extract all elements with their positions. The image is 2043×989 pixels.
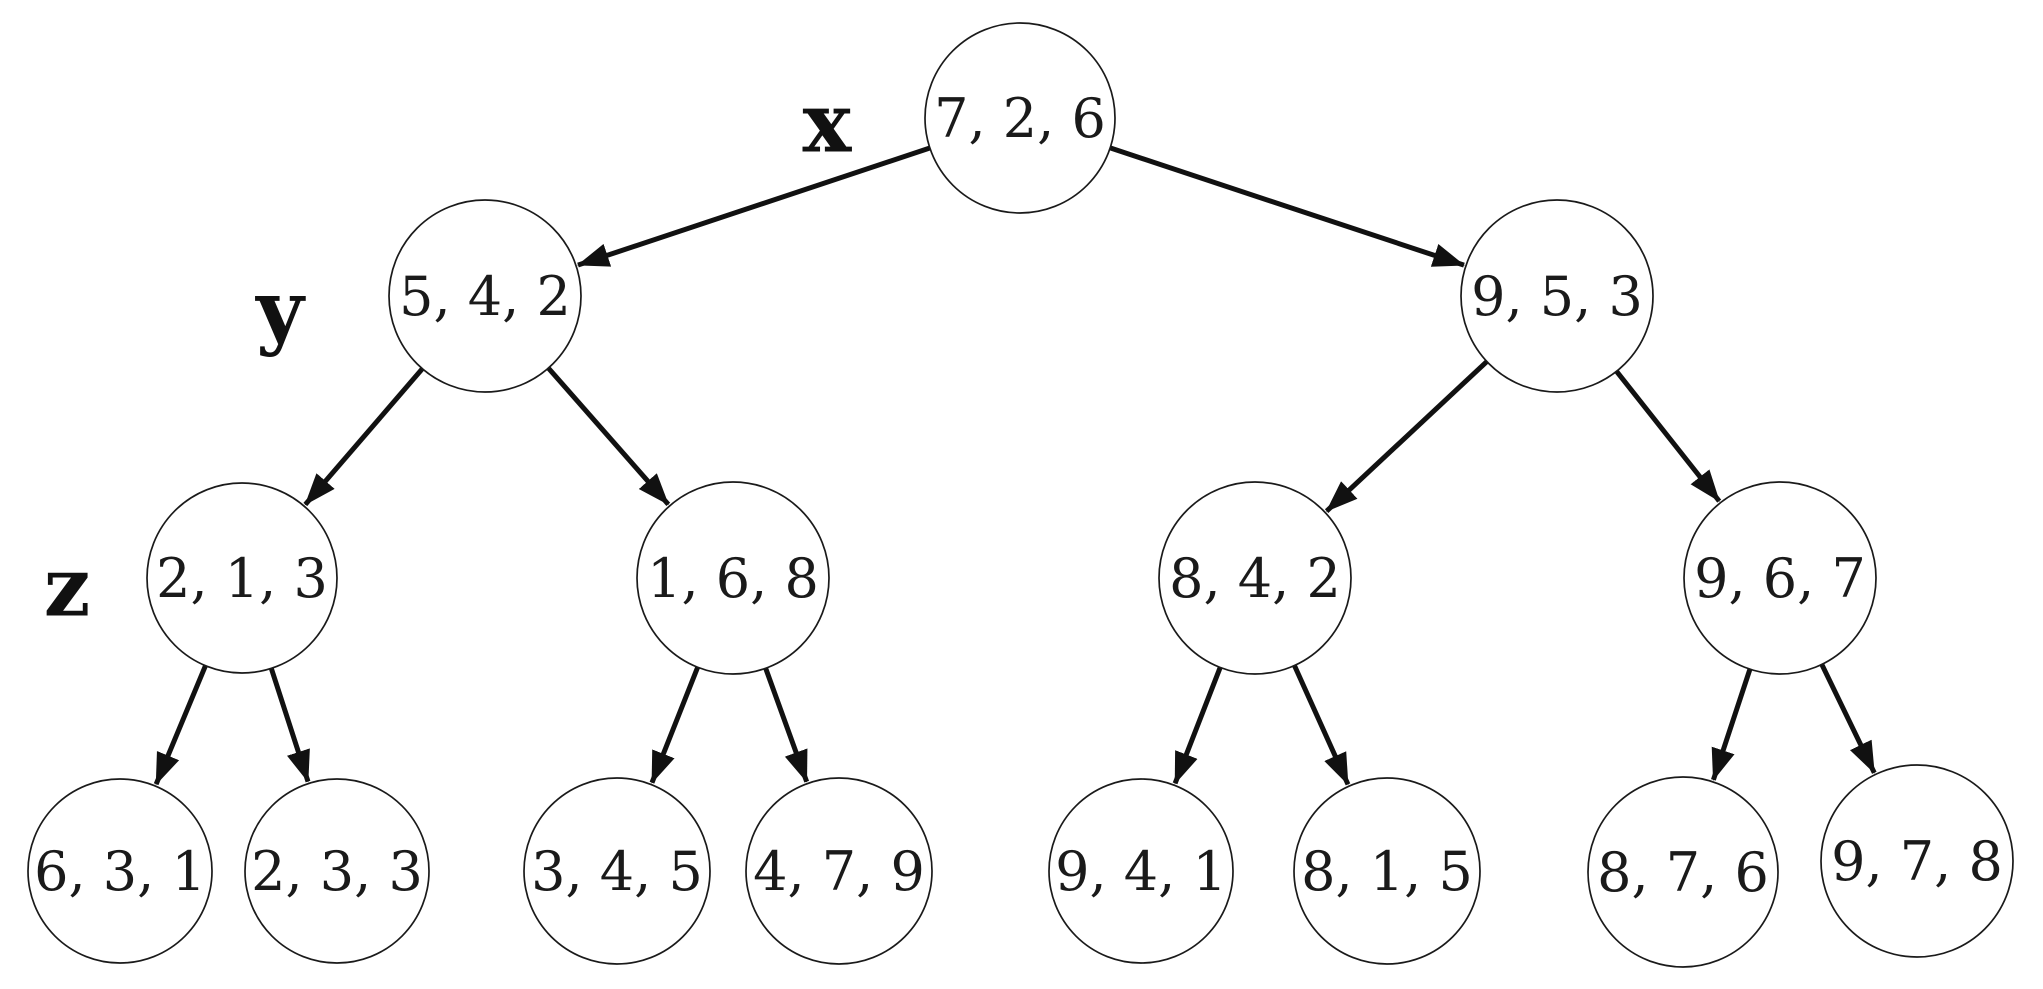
tree-node-circle (1293, 777, 1481, 965)
tree-node-circle (636, 481, 830, 675)
tree-node-n15: 9, 7, 8 (1820, 764, 2014, 958)
tree-edge-n4-n9 (268, 667, 311, 783)
tree-edges (153, 145, 1877, 786)
tree-edge-n7-n14 (1711, 668, 1753, 781)
tree-node-circle (523, 777, 711, 965)
tree-node-value: 8, 1, 5 (1301, 840, 1473, 903)
tree-node-n13: 8, 1, 5 (1293, 777, 1481, 965)
tree-edge-n5-n11 (763, 667, 810, 783)
tree-node-n11: 4, 7, 9 (745, 777, 933, 965)
tree-node-value: 7, 2, 6 (934, 87, 1106, 150)
tree-node-n9: 2, 3, 3 (244, 778, 430, 964)
tree-node-value: 9, 5, 3 (1471, 265, 1643, 328)
tree-node-n14: 8, 7, 6 (1587, 776, 1779, 968)
tree-edge-n7-n15 (1819, 663, 1877, 774)
tree-node-circle (1048, 778, 1234, 964)
tree-node-circle (745, 777, 933, 965)
tree-node-n7: 9, 6, 7 (1683, 481, 1877, 675)
tree-node-circle (146, 482, 338, 674)
tree-edge-n2-n5 (546, 366, 671, 507)
axis-label-x: x (803, 76, 853, 172)
tree-node-circle (924, 22, 1116, 214)
tree-edge-n5-n10 (649, 666, 700, 784)
tree-edge-n1-n3 (1109, 145, 1465, 268)
tree-nodes: 7, 2, 6 5, 4, 2 9, 5, 3 2, 1, 3 1, 6, 8 8, 4,… (27, 22, 2014, 968)
tree-edge-n2-n4 (303, 367, 425, 507)
tree-node-value: 1, 6, 8 (647, 547, 819, 610)
tree-edge-n4-n8 (153, 664, 208, 786)
tree-node-n10: 3, 4, 5 (523, 777, 711, 965)
tree-node-circle (1158, 481, 1352, 675)
tree-node-value: 3, 4, 5 (531, 840, 703, 903)
axis-label-z: z (44, 540, 91, 636)
tree-node-n4: 2, 1, 3 (146, 482, 338, 674)
tree-node-value: 8, 4, 2 (1169, 547, 1341, 610)
tree-edge-n3-n6 (1324, 359, 1489, 513)
tree-node-n6: 8, 4, 2 (1158, 481, 1352, 675)
tree-edge-n6-n13 (1292, 664, 1351, 786)
tree-node-value: 9, 6, 7 (1694, 547, 1866, 610)
axis-label-y: y (254, 263, 306, 359)
tree-node-circle (1587, 776, 1779, 968)
tree-node-circle (244, 778, 430, 964)
tree-node-circle (1820, 764, 2014, 958)
tree-node-n12: 9, 4, 1 (1048, 778, 1234, 964)
tree-node-value: 2, 1, 3 (156, 547, 328, 610)
tree-edge-n6-n12 (1172, 666, 1223, 785)
tree-node-n3: 9, 5, 3 (1460, 199, 1654, 393)
tree-node-value: 9, 4, 1 (1055, 840, 1227, 903)
tree-node-n1: 7, 2, 6 (924, 22, 1116, 214)
tree-node-value: 8, 7, 6 (1597, 841, 1769, 904)
tree-node-circle (1683, 481, 1877, 675)
tree-edge-n3-n7 (1614, 369, 1722, 503)
tree-node-circle (27, 778, 213, 964)
tree-node-value: 6, 3, 1 (34, 840, 206, 903)
tree-node-n5: 1, 6, 8 (636, 481, 830, 675)
tree-node-circle (1460, 199, 1654, 393)
tree-node-n2: 5, 4, 2 (388, 199, 582, 393)
tree-node-value: 4, 7, 9 (753, 840, 925, 903)
tree-node-circle (388, 199, 582, 393)
tree-node-value: 9, 7, 8 (1831, 830, 2003, 893)
tree-node-n8: 6, 3, 1 (27, 778, 213, 964)
tree-node-value: 5, 4, 2 (399, 265, 571, 328)
tree-node-value: 2, 3, 3 (251, 840, 423, 903)
axis-labels: x y z (44, 76, 853, 636)
tree-edge-n1-n2 (577, 145, 931, 268)
